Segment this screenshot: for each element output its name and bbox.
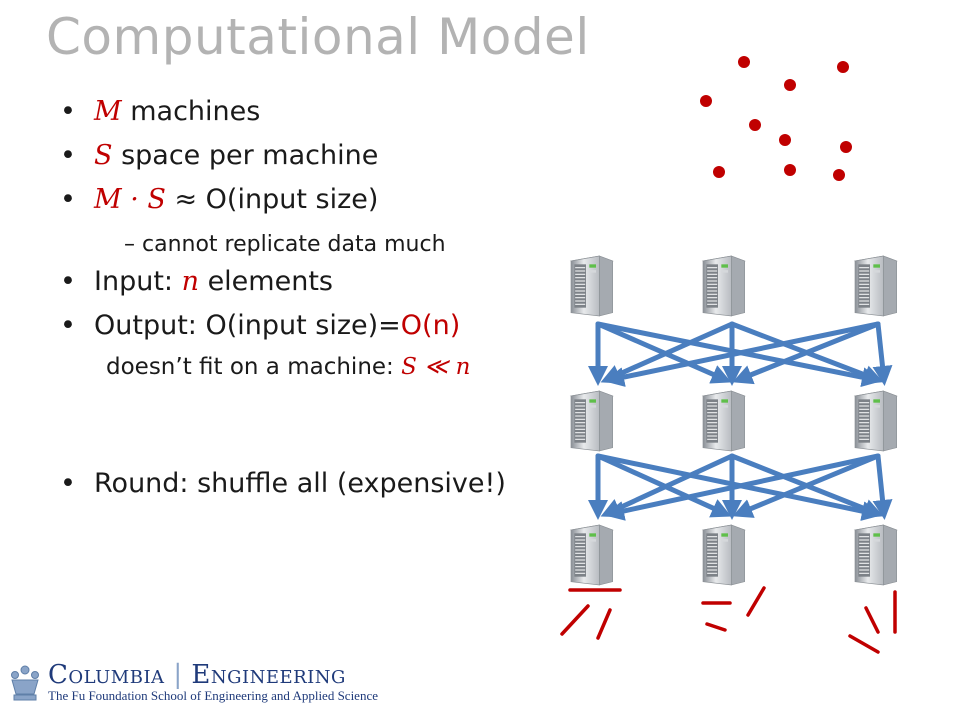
server-icon <box>570 524 614 586</box>
sub-dash: – <box>124 232 135 257</box>
sub-bullet-replicate: – cannot replicate data much <box>124 232 446 257</box>
bullet-text: machines <box>121 96 261 127</box>
red-text: O(n) <box>400 310 461 341</box>
logo-subtitle: The Fu Foundation School of Engineering … <box>48 688 378 703</box>
server-icon <box>702 255 746 317</box>
bullet-text: Output: O(input size)= <box>94 310 401 341</box>
math-n: n <box>181 266 199 297</box>
math-s: S <box>94 140 113 171</box>
logo-name-left: Columbia <box>48 660 165 690</box>
server-icon <box>702 390 746 452</box>
bullet-dot: • <box>60 184 76 215</box>
output-fragments <box>560 586 897 654</box>
server-icon <box>854 390 898 452</box>
server-icon <box>854 524 898 586</box>
shuffle-arrows-2 <box>588 453 893 521</box>
slide-title: Computational Model <box>46 8 590 66</box>
bullet-text: elements <box>198 266 333 297</box>
math-s-ll-n: S ≪ n <box>401 354 471 380</box>
columbia-crown-icon <box>11 665 39 701</box>
server-icon <box>570 255 614 317</box>
server-icon <box>570 390 614 452</box>
sub-bullet-fit: doesn’t fit on a machine: S ≪ n <box>106 354 470 380</box>
math-m: M <box>94 96 122 127</box>
math-ms: M · S <box>94 184 166 215</box>
bullet-dot: • <box>60 468 76 499</box>
bullet-dot: • <box>60 310 76 341</box>
bullet-dot: • <box>60 96 76 127</box>
shuffle-arrows-1 <box>588 321 893 388</box>
sub-bullet-text: cannot replicate data much <box>142 232 446 257</box>
input-dots <box>700 56 852 181</box>
sub-bullet-text: doesn’t fit on a machine: <box>106 354 402 380</box>
bullet-text: ≈ O(input size) <box>165 184 379 215</box>
bullet-dot: • <box>60 266 76 297</box>
logo-name-right: Engineering <box>191 660 346 690</box>
bullet-text: Round: shuffle all (expensive!) <box>94 468 506 499</box>
bullet-text: Input: <box>94 266 182 297</box>
bullet-text: space per machine <box>112 140 379 171</box>
server-icon <box>854 255 898 317</box>
bullet-dot: • <box>60 140 76 171</box>
columbia-engineering-logo: Columbia | Engineering The Fu Foundation… <box>6 660 386 704</box>
logo-name: Columbia | Engineering <box>48 660 346 690</box>
server-icon <box>702 524 746 586</box>
